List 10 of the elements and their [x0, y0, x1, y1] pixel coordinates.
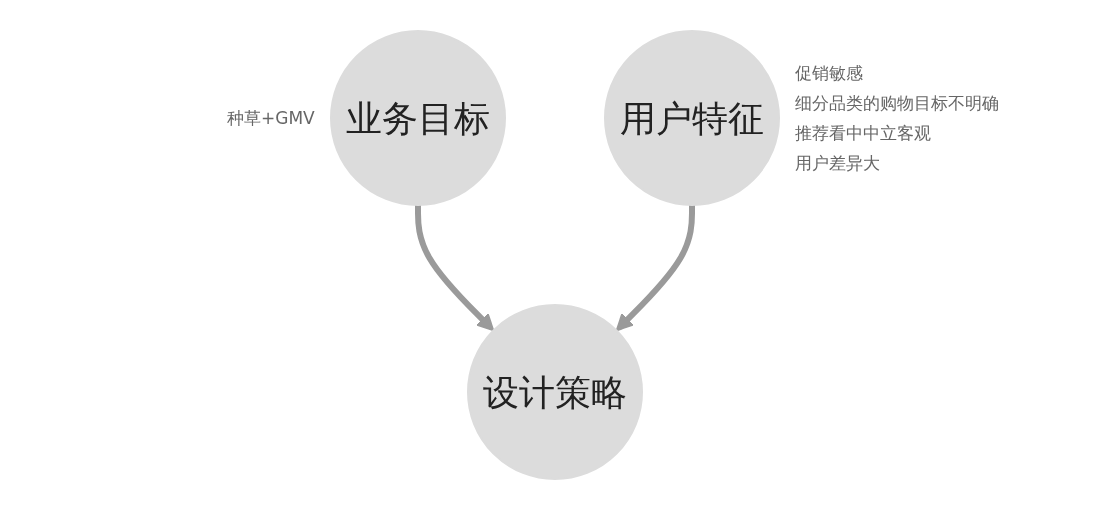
side-note: 促销敏感 — [795, 62, 863, 85]
side-note: 推荐看中中立客观 — [795, 122, 931, 145]
node-circle: 用户特征 — [604, 30, 780, 206]
arrow — [415, 205, 495, 332]
side-note: 种草+GMV — [227, 107, 315, 130]
arrow — [615, 205, 695, 332]
node-circle: 业务目标 — [330, 30, 506, 206]
side-note: 用户差异大 — [795, 152, 880, 175]
side-note: 细分品类的购物目标不明确 — [795, 92, 999, 115]
node-circle: 设计策略 — [467, 304, 643, 480]
